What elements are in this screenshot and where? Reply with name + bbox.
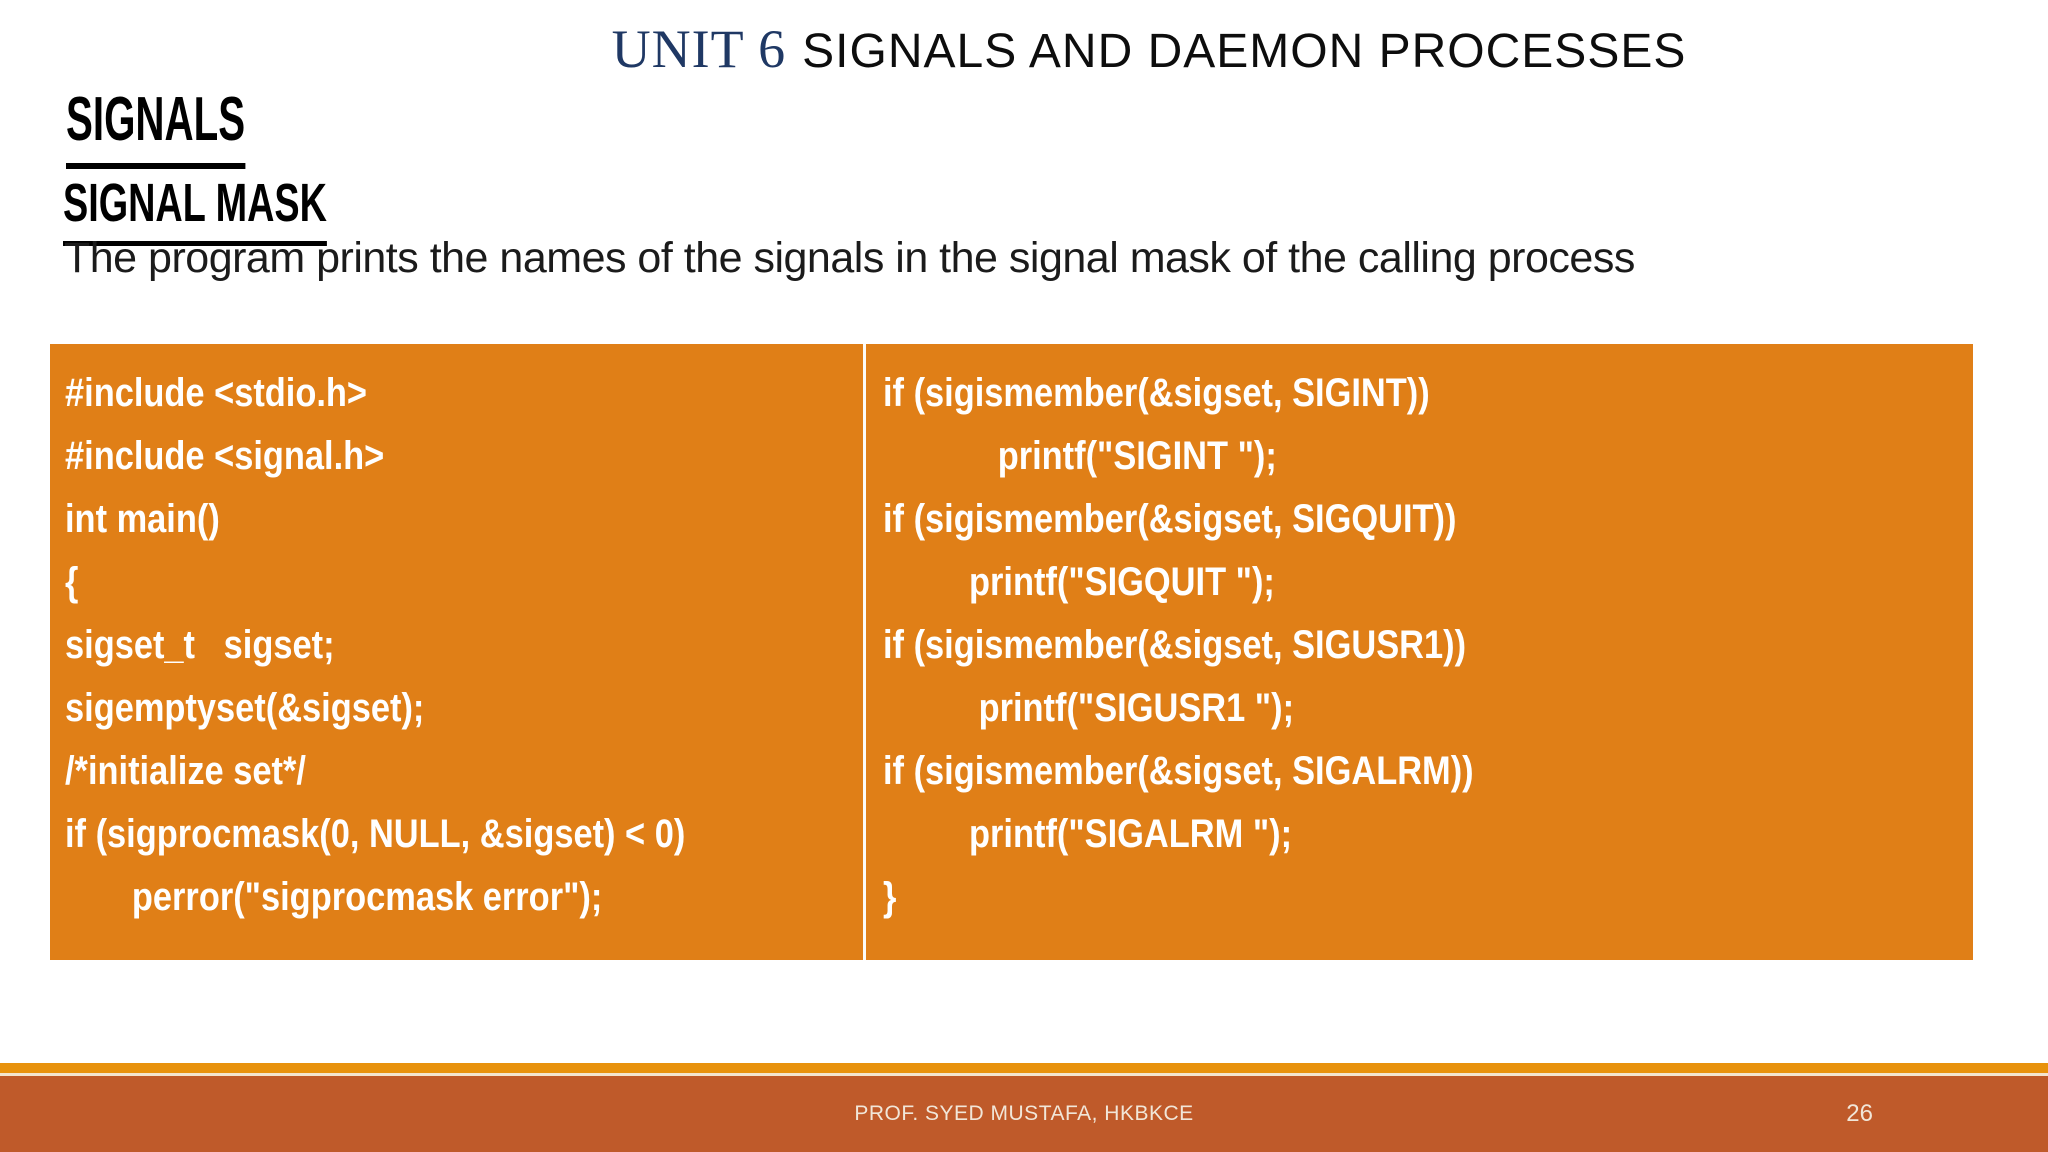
code-line: if (sigismember(&sigset, SIGINT)) [883,371,1430,415]
page-number: 26 [1846,1100,1873,1127]
code-line: { [65,560,79,604]
footer-accent-strip [0,1063,2048,1073]
slide-title-unit: UNIT 6 [611,19,787,79]
code-line: printf("SIGINT "); [883,434,1277,478]
code-line: sigemptyset(&sigset); [65,686,425,730]
code-line: printf("SIGALRM "); [883,812,1293,856]
code-line: if (sigismember(&sigset, SIGUSR1)) [883,623,1467,667]
slide-title: UNIT 6 SIGNALS AND DAEMON PROCESSES [250,18,2048,80]
code-line: printf("SIGUSR1 "); [883,686,1295,730]
heading-signal-mask-text: SIGNAL MASK [63,172,327,246]
footer-bar: PROF. SYED MUSTAFA, HKBKCE 26 [0,1076,2048,1152]
footer-separator-line [0,1073,2048,1076]
code-line: #include <stdio.h> [65,371,368,415]
heading-signal-mask: SIGNAL MASK [63,172,440,246]
code-line: sigset_t sigset; [65,623,335,667]
heading-signals-text: SIGNALS [66,84,246,169]
code-line: if (sigismember(&sigset, SIGQUIT)) [883,497,1457,541]
code-line: int main() [65,497,220,541]
footer-author: PROF. SYED MUSTAFA, HKBKCE [854,1102,1194,1125]
code-table: #include <stdio.h> #include <signal.h> i… [50,344,1973,960]
description-paragraph: The program prints the names of the sign… [64,234,1635,282]
code-line: if (sigprocmask(0, NULL, &sigset) < 0) [65,812,686,856]
code-line: if (sigismember(&sigset, SIGALRM)) [883,749,1474,793]
heading-signals: SIGNALS [66,84,342,169]
code-column-left: #include <stdio.h> #include <signal.h> i… [50,344,866,960]
code-column-right: if (sigismember(&sigset, SIGINT)) printf… [866,344,1973,960]
slide-title-text: SIGNALS AND DAEMON PROCESSES [802,25,1687,78]
code-line: #include <signal.h> [65,434,385,478]
code-line: } [883,875,897,919]
code-line: perror("sigprocmask error"); [65,875,603,919]
code-line: /*initialize set*/ [65,749,306,793]
code-line: printf("SIGQUIT "); [883,560,1275,604]
